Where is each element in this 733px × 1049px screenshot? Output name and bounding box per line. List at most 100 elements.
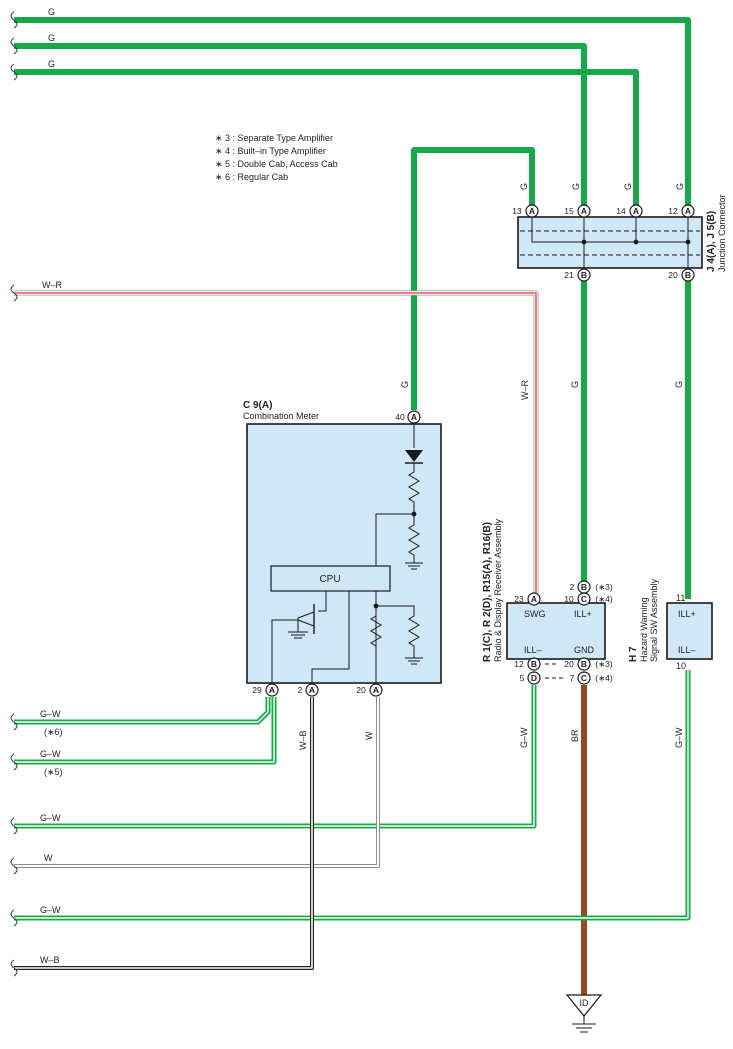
wire-label-j20: G [674, 381, 684, 388]
wire-label-radio-gw: G–W [519, 727, 529, 748]
pin-j21: B 21 [564, 268, 591, 282]
svg-text:(∗3): (∗3) [595, 582, 613, 592]
svg-text:C: C [581, 673, 587, 683]
svg-text:B: B [581, 582, 587, 592]
pin-r10: C 10 (∗4) [564, 592, 613, 606]
cpu-block [270, 565, 391, 592]
pin-r2: B 2 (∗3) [570, 580, 613, 594]
wire-label-j13: G [519, 183, 529, 190]
svg-text:23: 23 [514, 594, 524, 604]
ground-label: ID [580, 998, 590, 1008]
radio-gnd: GND [574, 645, 595, 655]
svg-text:7: 7 [570, 673, 575, 683]
pin-r5: D 5 [520, 671, 541, 685]
wire-w [14, 697, 380, 868]
wire-label-note6: (∗6) [44, 727, 63, 737]
radio-ill-plus: ILL+ [574, 609, 592, 619]
ground-point: ID [565, 994, 603, 1033]
junction-connector: J 4(A), J 5(B) Junction Connector [517, 194, 727, 272]
pin-j15: A 15 [564, 204, 591, 218]
wire-w-b [14, 697, 314, 970]
wire-label-wr-left: W–R [42, 280, 63, 290]
wire-label-gw5: G–W [40, 749, 61, 759]
wire-labels: G G G W–R G–W (∗6) G–W (∗5) G–W W G–W W–… [40, 7, 685, 965]
radio-receiver-assembly: SWG ILL+ ILL– GND R 1(C), R 2(D), R15(A)… [482, 518, 606, 679]
radio-ill-minus: ILL– [524, 645, 542, 655]
svg-text:B: B [531, 659, 537, 669]
wire-radio-gw [14, 685, 537, 829]
wire-gw-6 [14, 697, 271, 725]
wire-label-top3: G [48, 59, 55, 69]
svg-text:A: A [529, 206, 535, 216]
wire-label-br: BR [570, 729, 580, 742]
svg-text:A: A [373, 685, 379, 695]
meter-ref: C 9(A) [243, 400, 272, 411]
cpu-label: CPU [319, 574, 340, 585]
wire-break-marks [10, 11, 18, 977]
legend-item-4: ∗ 4 : Built–in Type Amplifier [215, 146, 326, 156]
svg-text:20: 20 [668, 270, 678, 280]
svg-text:(∗4): (∗4) [595, 673, 613, 683]
svg-text:A: A [411, 412, 417, 422]
legend-item-6: ∗ 6 : Regular Cab [215, 172, 288, 182]
svg-text:21: 21 [564, 270, 574, 280]
hazard-name-1: Hazard Warning [639, 597, 649, 662]
led-diode-icon [405, 450, 423, 462]
wire-label-top2: G [48, 33, 55, 43]
svg-text:D: D [531, 673, 537, 683]
svg-text:C: C [581, 594, 587, 604]
radio-swg: SWG [524, 609, 546, 619]
pin-m40: A 40 [395, 410, 421, 424]
ground-triangle-icon [565, 994, 603, 1017]
svg-text:A: A [685, 206, 691, 216]
svg-text:A: A [581, 206, 587, 216]
wire-w-r [14, 290, 539, 593]
wire-label-note5: (∗5) [44, 767, 63, 777]
wire-label-j15: G [571, 183, 581, 190]
wire-label-top1: G [48, 7, 55, 17]
hazard-warning-switch: ILL+ ILL– H 7 Hazard Warning Signal SW A… [628, 578, 713, 662]
svg-text:29: 29 [252, 685, 262, 695]
svg-text:20: 20 [356, 685, 366, 695]
svg-text:B: B [685, 270, 691, 280]
legend-item-5: ∗ 5 : Double Cab, Access Cab [215, 159, 338, 169]
wire-label-j21: G [570, 381, 580, 388]
svg-text:(∗3): (∗3) [595, 659, 613, 669]
pin-m20: A 20 [356, 683, 383, 697]
svg-text:A: A [309, 685, 315, 695]
wire-label-gw6: G–W [40, 709, 61, 719]
pin-r7: C 7 (∗4) [570, 671, 613, 685]
pins: A 13 A 15 A 14 A 12 B 21 B 20 A 40 A [252, 204, 695, 697]
svg-text:A: A [269, 685, 275, 695]
hazard-ref: H 7 [628, 646, 639, 662]
meter-name: Combination Meter [243, 411, 319, 421]
pin-j13: A 13 [512, 204, 539, 218]
legend-item-3: ∗ 3 : Separate Type Amplifier [215, 133, 333, 143]
wire-label-j14: G [623, 183, 633, 190]
wire-gw-5 [14, 697, 277, 765]
legend: ∗ 3 : Separate Type Amplifier ∗ 4 : Buil… [215, 133, 338, 182]
wire-label-wr-vert: W–R [520, 380, 530, 401]
pin-h11: 11 [676, 593, 685, 603]
wire-label-hazard-gw: G–W [674, 727, 684, 748]
wire-top-g-2 [14, 43, 587, 205]
radio-ref: R 1(C), R 2(D), R15(A), R16(B) [482, 522, 493, 662]
hazard-ill-minus: ILL– [678, 645, 696, 655]
pin-r12: B 12 [514, 657, 541, 671]
wire-label-gw2: G–W [40, 905, 61, 915]
svg-text:A: A [531, 594, 537, 604]
svg-text:13: 13 [512, 206, 522, 216]
wire-hazard-gw [14, 670, 691, 921]
svg-text:2: 2 [298, 685, 303, 695]
wire-top-g-1 [14, 17, 691, 205]
svg-text:40: 40 [395, 412, 405, 422]
pin-j12: A 12 [668, 204, 695, 218]
pin-m2: A 2 [298, 683, 319, 697]
radio-name: Radio & Display Receiver Assembly [493, 518, 503, 662]
wire-label-wb-vert: W–B [298, 730, 308, 750]
hazard-name-2: Signal SW Assembly [649, 578, 659, 662]
pin-m29: A 29 [252, 683, 279, 697]
wire-label-j12: G [675, 183, 685, 190]
wire-label-gw: G–W [40, 813, 61, 823]
